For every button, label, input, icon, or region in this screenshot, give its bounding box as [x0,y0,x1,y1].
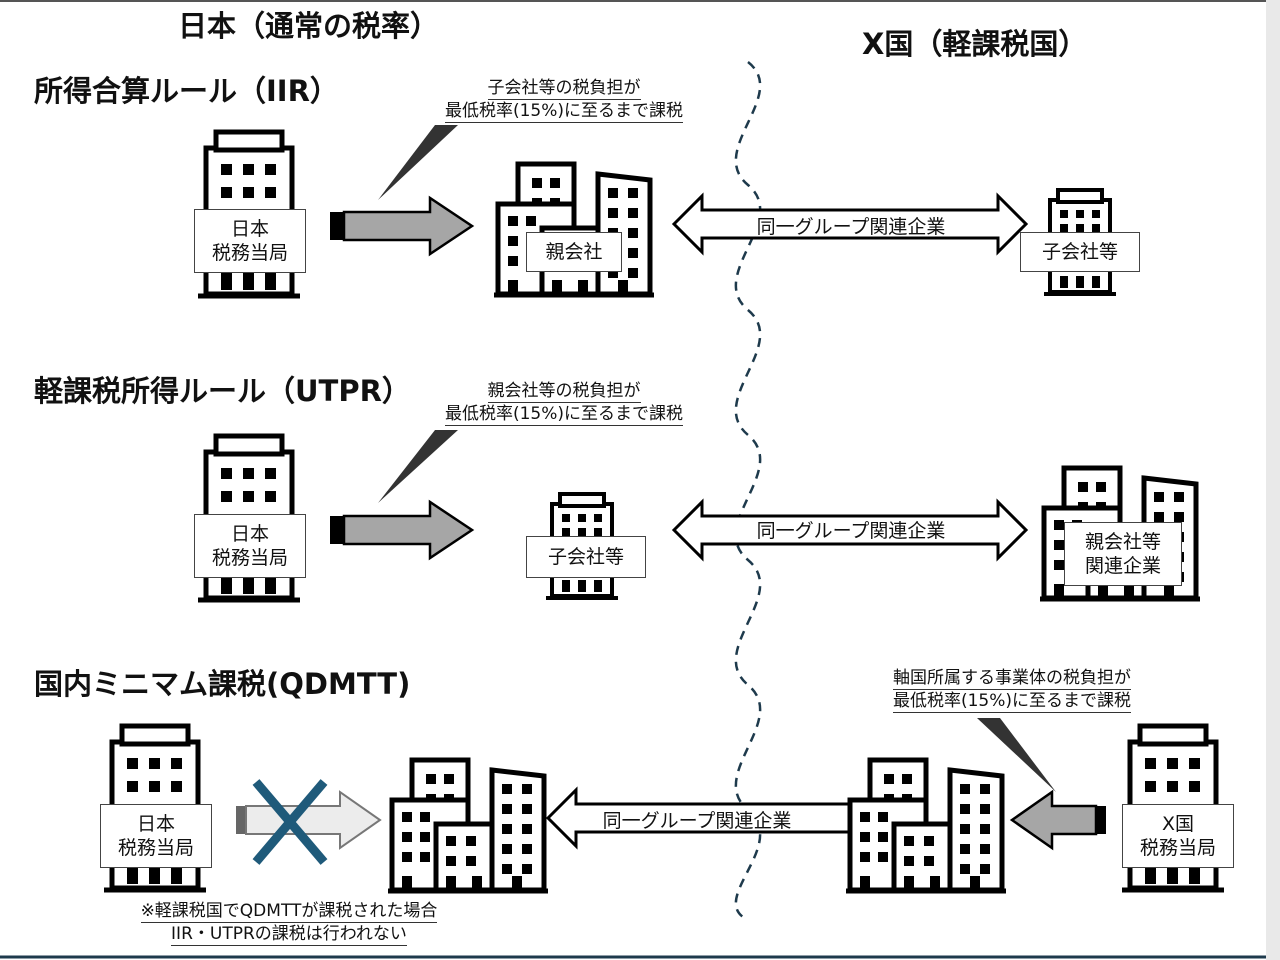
authority-line1: 日本 [230,523,269,545]
iir-note: 子会社等の税負担が 最低税率(15%)に至るまで課税 [424,77,704,123]
section-title-qdmtt: 国内ミニマム課税(QDMTT) [34,667,411,701]
speech-pointer-icon [378,430,458,503]
authority-line2: 税務当局 [117,837,194,859]
subsidiary-label: 子会社等 [526,536,646,578]
authority-line2: 税務当局 [211,242,288,264]
section-title-iir: 所得合算ルール（IIR） [34,74,339,108]
japan-tax-authority-label: 日本 税務当局 [100,804,212,868]
authority-line1: 日本 [136,813,175,835]
cross-icon [252,779,328,865]
speech-pointer-icon [378,125,458,200]
japan-header: 日本（通常の税率） [178,9,440,43]
qdmtt-note-line2: 最低税率(15%)に至るまで課税 [892,691,1132,713]
right-edge-band [1266,0,1280,960]
authority-line1: 日本 [230,218,269,240]
utpr-note-line1: 親会社等の税負担が [487,381,641,403]
border-wavy-line [734,61,762,922]
arrow-right-icon [328,196,474,256]
building-icon [388,760,548,891]
relation-label: 同一グループ関連企業 [602,810,792,832]
arrow-right-icon [328,500,474,560]
x-authority-line2: 税務当局 [1139,837,1216,859]
building-icon [846,760,1006,891]
qdmtt-note: 軸国所属する事業体の税負担が 最低税率(15%)に至るまで課税 [862,667,1162,713]
country-x-header: X国（軽課税国） [862,27,1088,61]
japan-tax-authority-label: 日本 税務当局 [194,209,306,273]
x-entity-line2: 関連企業 [1084,555,1161,577]
section-title-utpr: 軽課税所得ルール（UTPR） [34,374,411,408]
x-entity-line1: 親会社等 [1084,531,1161,553]
parent-company-label: 親会社 [526,232,622,272]
building-icon [494,164,654,295]
x-tax-authority-label: X国 税務当局 [1122,804,1234,868]
relation-label: 同一グループ関連企業 [756,216,946,238]
qdmtt-note-line1: 軸国所属する事業体の税負担が [893,668,1131,690]
relation-label: 同一グループ関連企業 [756,520,946,542]
footnote-line1: ※軽課税国でQDMTTが課税された場合 [140,901,438,923]
subsidiary-label: 子会社等 [1020,232,1140,272]
iir-note-line1: 子会社等の税負担が [487,78,641,100]
x-authority-line1: X国 [1161,813,1195,835]
qdmtt-footnote: ※軽課税国でQDMTTが課税された場合 IIR・UTPRの課税は行われない [104,900,474,946]
japan-tax-authority-label: 日本 税務当局 [194,514,306,578]
authority-line2: 税務当局 [211,547,288,569]
arrow-left-icon [1009,789,1106,851]
iir-note-line2: 最低税率(15%)に至るまで課税 [444,101,684,123]
speech-pointer-icon [977,718,1056,792]
footnote-line2: IIR・UTPRの課税は行われない [171,924,407,946]
parent-related-label: 親会社等 関連企業 [1064,522,1182,586]
utpr-note: 親会社等の税負担が 最低税率(15%)に至るまで課税 [424,380,704,426]
utpr-note-line2: 最低税率(15%)に至るまで課税 [444,404,684,426]
